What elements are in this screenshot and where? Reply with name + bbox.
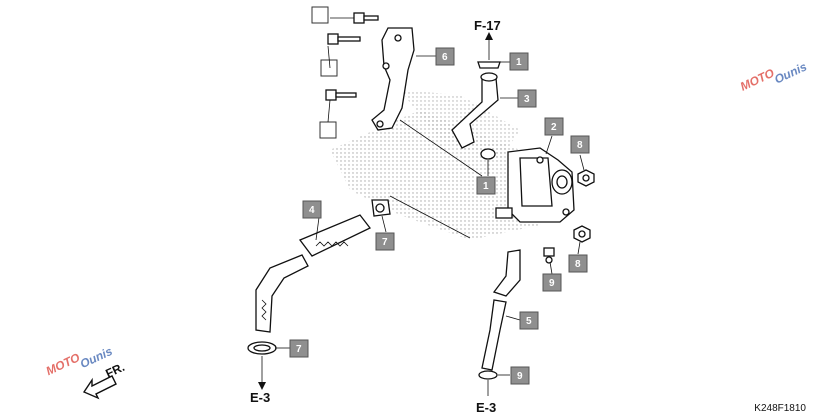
svg-text:FR.: FR. xyxy=(103,360,126,381)
callout-6: 6 xyxy=(435,47,455,66)
svg-text:6: 6 xyxy=(442,52,448,63)
callout-4: 4 xyxy=(302,200,322,219)
callout-9-lower: 9 xyxy=(510,366,530,385)
svg-text:7: 7 xyxy=(296,344,302,355)
clip-top xyxy=(477,61,501,69)
svg-text:8: 8 xyxy=(577,140,583,151)
callout-3: 3 xyxy=(517,89,537,108)
svg-text:7: 7 xyxy=(382,237,388,248)
clamp-lower xyxy=(247,341,277,355)
arrow-up-icon xyxy=(485,32,493,40)
svg-text:9: 9 xyxy=(517,371,523,382)
callout-7-lower: 7 xyxy=(289,339,309,358)
upper-hose xyxy=(451,77,499,149)
svg-text:1: 1 xyxy=(516,57,522,68)
svg-text:3: 3 xyxy=(524,94,530,105)
nut-lower xyxy=(573,225,591,243)
svg-text:MOTO: MOTO xyxy=(44,350,83,378)
watermark-top-right: MOTO Ounis xyxy=(738,59,809,94)
ref-f17: F-17 xyxy=(474,18,501,33)
hose-right xyxy=(492,249,521,297)
nut-upper xyxy=(577,169,595,187)
callout-8-lower: 8 xyxy=(568,254,588,273)
clip-lower xyxy=(478,370,498,380)
bolt-middle xyxy=(327,33,361,45)
clip-upper xyxy=(543,247,555,264)
svg-text:MOTO: MOTO xyxy=(738,66,777,94)
arrow-down-icon xyxy=(258,382,266,390)
direction-arrow-icon xyxy=(82,375,117,400)
callout-7-upper: 7 xyxy=(375,232,395,251)
svg-text:5: 5 xyxy=(526,316,532,327)
hose-right-lower xyxy=(481,299,507,371)
hose-left-lower xyxy=(255,254,309,333)
clamp-upper xyxy=(371,199,391,217)
empty-box-2 xyxy=(320,59,338,77)
air-injection-valve xyxy=(495,147,575,223)
svg-text:Ounis: Ounis xyxy=(772,59,809,86)
ref-e3-right: E-3 xyxy=(476,400,496,415)
svg-text:2: 2 xyxy=(551,122,557,133)
callout-9-upper: 9 xyxy=(542,273,562,292)
svg-text:8: 8 xyxy=(575,259,581,270)
hose-left xyxy=(298,214,372,257)
diagram-code: K248F1810 xyxy=(754,403,806,414)
empty-box-3 xyxy=(319,121,337,139)
callout-8-upper: 8 xyxy=(570,135,590,154)
svg-text:9: 9 xyxy=(549,278,555,289)
bolt-top xyxy=(353,12,379,24)
ref-e3-left: E-3 xyxy=(250,390,270,405)
bolt-lower xyxy=(325,89,357,101)
callout-2: 2 xyxy=(544,117,564,136)
watermark-bottom-left: MOTO Ounis xyxy=(44,344,115,378)
callout-1-upper: 1 xyxy=(509,52,529,71)
svg-text:4: 4 xyxy=(309,205,315,216)
bracket xyxy=(371,27,415,131)
empty-box-1 xyxy=(311,6,329,24)
o-ring xyxy=(480,148,496,160)
callout-5: 5 xyxy=(519,311,539,330)
svg-text:1: 1 xyxy=(483,181,489,192)
callout-1-lower: 1 xyxy=(476,176,496,195)
